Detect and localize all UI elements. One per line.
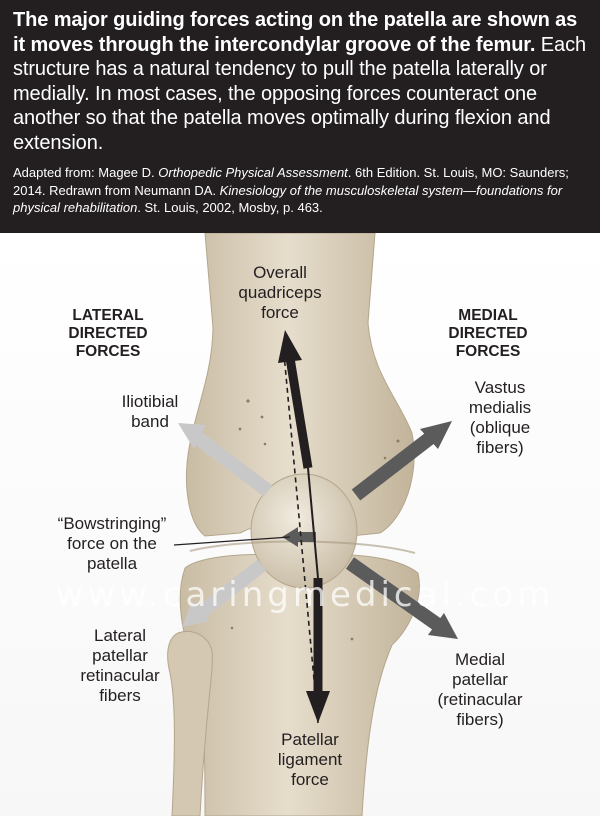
citation-part: Adapted from: Magee D. <box>13 165 159 180</box>
vastus-medialis-arrow <box>351 421 452 501</box>
quadriceps-force-label: Overall quadriceps force <box>238 263 322 322</box>
fibula-bone <box>167 630 213 816</box>
citation-book-title: Kinesiology of the musculoskeletal syste… <box>13 182 563 216</box>
caption-text: The major guiding forces acting on the p… <box>13 8 586 155</box>
vastus-medialis-label: Vastus medialis (oblique fibers) <box>468 378 532 457</box>
citation-book-title: Orthopedic Physical Assessment <box>158 165 348 180</box>
citation-part: . St. Louis, 2002, Mosby, p. 463. <box>137 200 323 215</box>
bowstringing-label: “Bowstringing” force on the patella <box>57 514 167 573</box>
bone-texture-dots <box>230 399 400 641</box>
patella-bone <box>250 473 358 589</box>
medial-retinacular-label: Medial patellar (retinacular fibers) <box>437 650 523 729</box>
medial-retinacular-arrow <box>345 557 458 639</box>
patellar-ligament-label: Patellar ligament force <box>277 730 343 789</box>
caption-bold: The major guiding forces acting on the p… <box>13 9 578 56</box>
knee-diagram: LATERAL DIRECTED FORCES MEDIAL DIRECTED … <box>0 233 600 816</box>
lateral-retinacular-arrow <box>182 559 267 627</box>
medial-directed-heading: MEDIAL DIRECTED FORCES <box>448 307 528 360</box>
watermark-text: www.caringmedical.com <box>55 575 555 615</box>
lateral-retinacular-label: Lateral patellar retinacular fibers <box>80 626 160 705</box>
caption-panel: The major guiding forces acting on the p… <box>0 0 600 233</box>
source-citation: Adapted from: Magee D. Orthopedic Physic… <box>13 164 586 217</box>
dashed-line-of-pull <box>282 342 319 724</box>
citation-part: . 6th Edition. St. Louis, MO: Saunders; … <box>13 165 569 198</box>
lateral-directed-heading: LATERAL DIRECTED FORCES <box>68 307 148 360</box>
knee-illustration <box>167 233 458 816</box>
caption-rest: Each structure has a natural tendency to… <box>13 33 586 154</box>
iliotibial-band-label: Iliotibial band <box>121 392 179 431</box>
resultant-line <box>307 467 319 579</box>
iliotibial-band-arrow <box>178 423 273 497</box>
bowstringing-arrow <box>173 527 316 547</box>
patellar-ligament-arrow <box>306 578 330 723</box>
